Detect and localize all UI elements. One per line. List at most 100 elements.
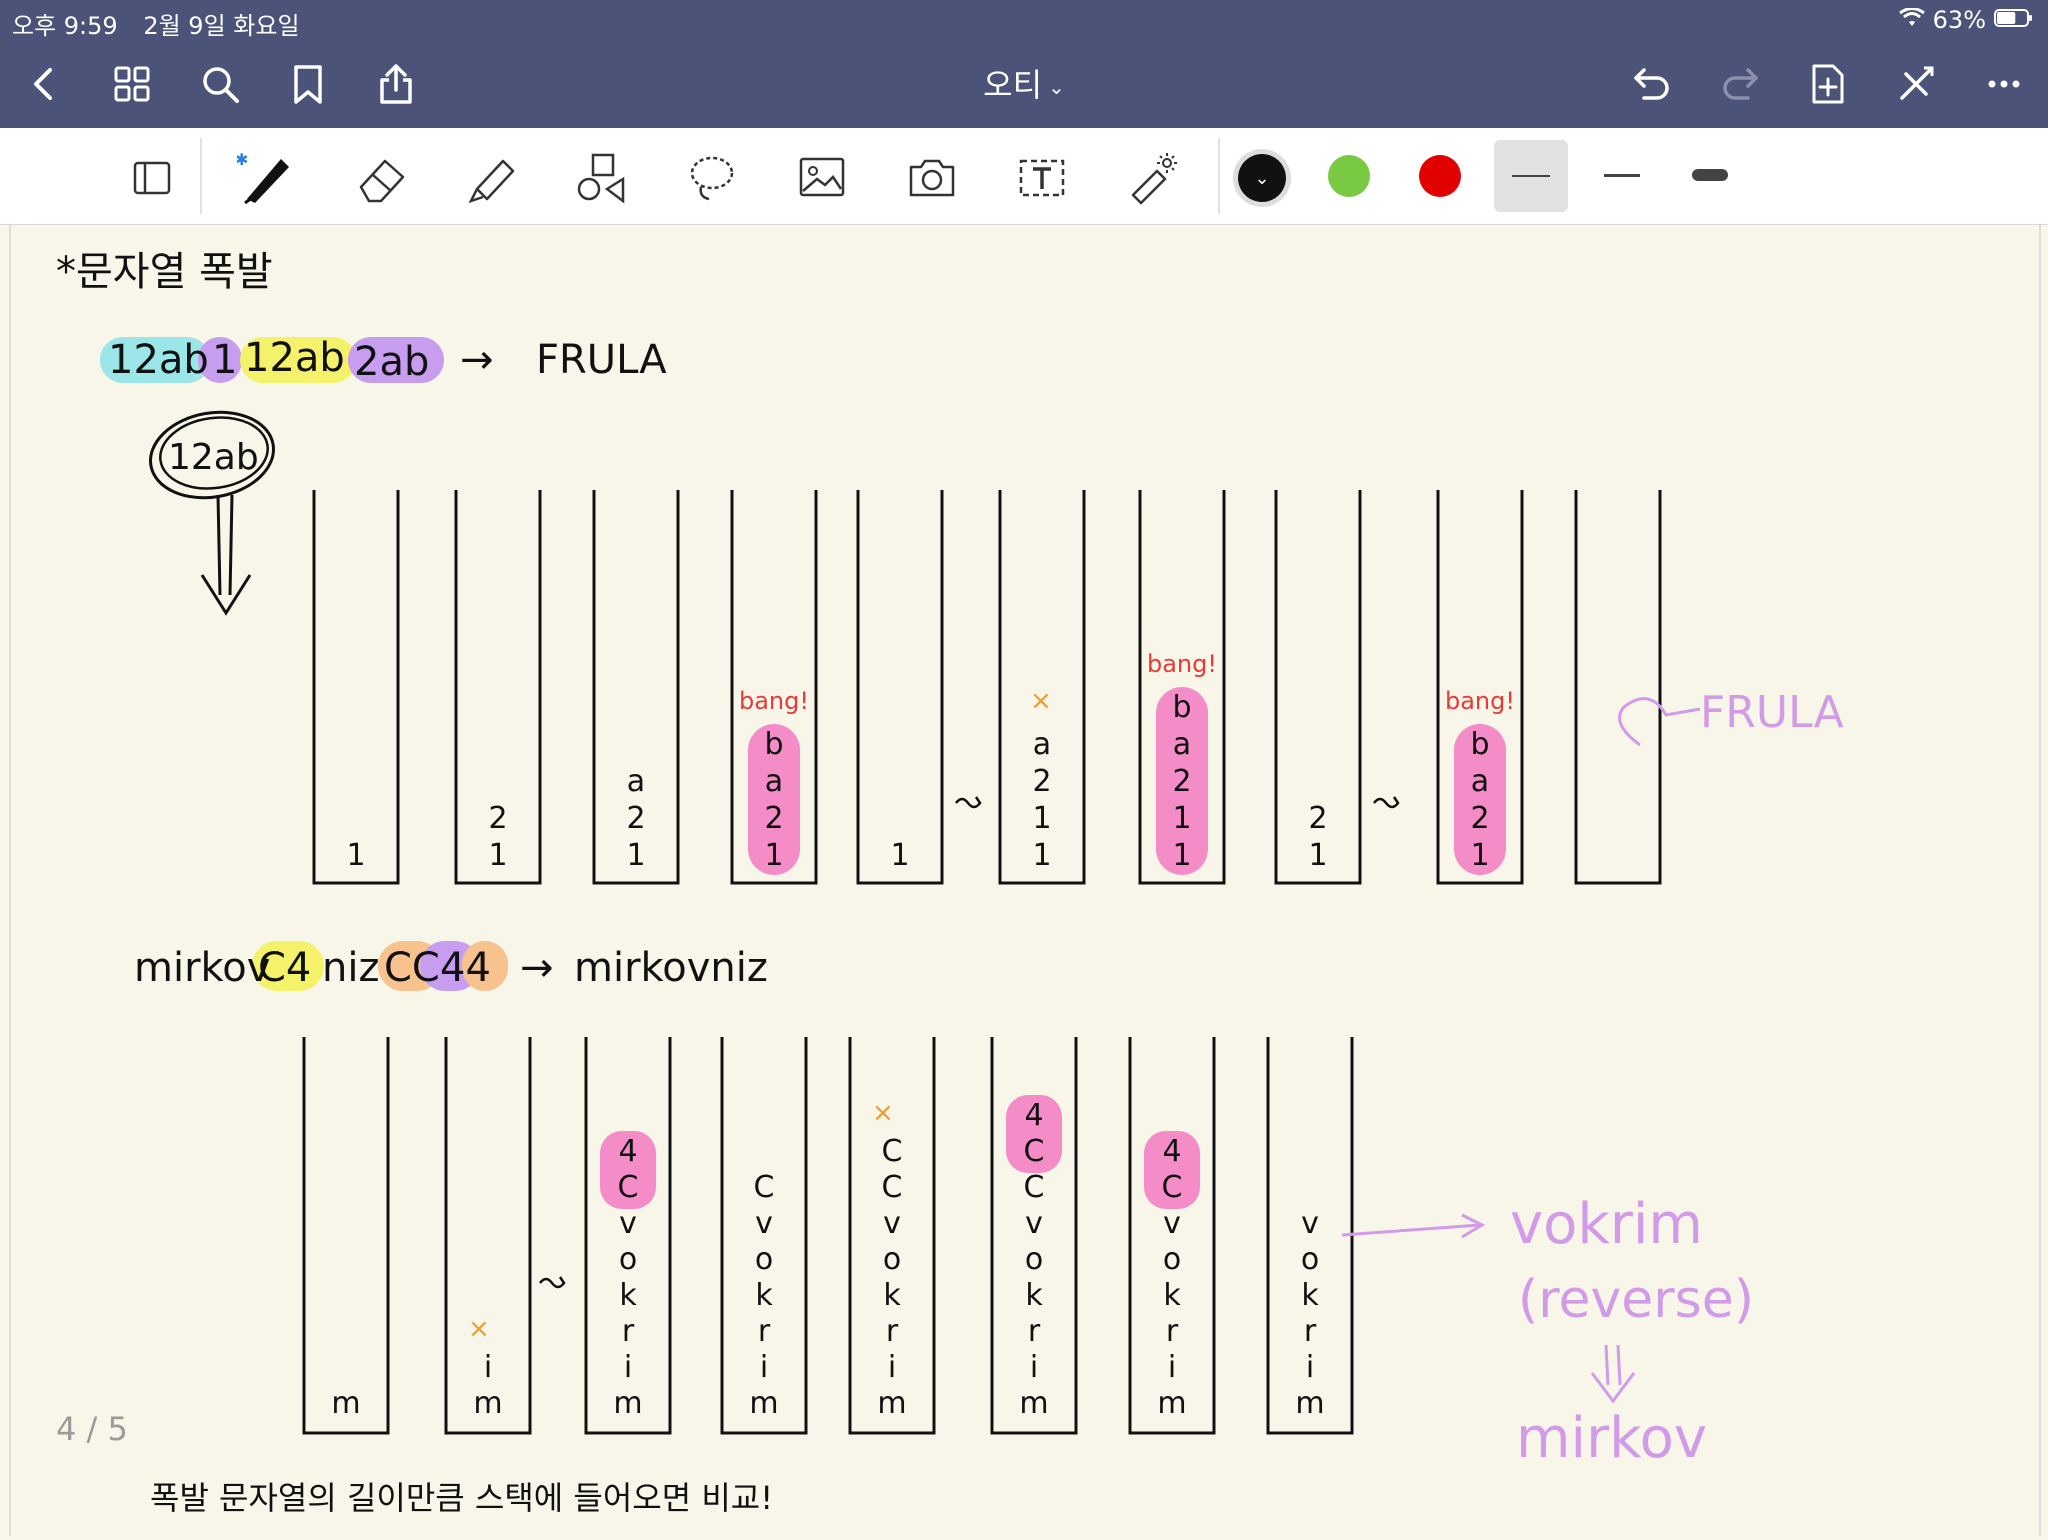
stack-char: r xyxy=(1166,1314,1179,1349)
camera-icon[interactable] xyxy=(900,146,964,210)
stroke-thin-button[interactable] xyxy=(1494,140,1568,212)
stack-char: 1 xyxy=(346,838,365,873)
stack-2: mi× xyxy=(444,1037,566,1435)
stack-char: k xyxy=(1163,1278,1181,1313)
footer-note: 폭발 문자열의 길이만큼 스택에 들어오면 비교! xyxy=(150,1479,773,1517)
laser-pointer-icon[interactable] xyxy=(1120,146,1184,210)
stack-container xyxy=(856,490,944,885)
highlighter-icon[interactable] xyxy=(460,146,524,210)
bookmark-icon[interactable] xyxy=(282,58,334,110)
stack-char: i xyxy=(760,1350,768,1385)
stack-char: a xyxy=(1471,764,1489,799)
stack-char: m xyxy=(749,1386,778,1421)
image-icon[interactable] xyxy=(790,146,854,210)
stack-char: C xyxy=(618,1170,639,1205)
stack-char: 2 xyxy=(1308,801,1327,836)
stack-8: 12 xyxy=(1274,490,1400,885)
stack-2: 12 xyxy=(454,490,542,885)
stack-char: 1 xyxy=(764,838,783,873)
ex2-bomb-1: C4 xyxy=(258,945,311,991)
stack-3: 12a xyxy=(592,490,680,885)
explosion-highlight xyxy=(1454,724,1506,875)
stack-char: o xyxy=(1025,1242,1043,1277)
stack-char: a xyxy=(1173,727,1191,762)
share-icon[interactable] xyxy=(370,58,422,110)
cross-mark: × xyxy=(1030,686,1052,716)
stack-char: C xyxy=(1162,1170,1183,1205)
stack-char: r xyxy=(758,1314,771,1349)
stack-char: 1 xyxy=(1470,838,1489,873)
pen-icon[interactable]: ✱ xyxy=(234,146,298,210)
status-date: 2월 9일 화요일 xyxy=(143,12,300,40)
close-tools-icon[interactable] xyxy=(1890,58,1942,110)
battery-icon xyxy=(1994,6,2034,34)
eraser-icon[interactable] xyxy=(350,146,414,210)
wifi-icon xyxy=(1898,6,1925,34)
stack-char: 2 xyxy=(1172,764,1191,799)
side-note-reverse: (reverse) xyxy=(1518,1270,1754,1330)
stack-char: r xyxy=(1304,1314,1317,1349)
ex1-part-2: 1 xyxy=(212,337,237,383)
more-icon[interactable] xyxy=(1978,58,2030,110)
stack-char: m xyxy=(1157,1386,1186,1421)
stack-char: k xyxy=(1025,1278,1043,1313)
stack-char: 4 xyxy=(618,1134,637,1169)
stack-container xyxy=(1138,490,1226,885)
stack-container xyxy=(302,1037,390,1435)
stack-char: i xyxy=(624,1350,632,1385)
stack-container xyxy=(730,490,818,885)
stack-char: 2 xyxy=(1470,801,1489,836)
color-swatch-black[interactable]: ⌄ xyxy=(1238,154,1286,202)
chevron-down-icon: ⌄ xyxy=(1048,75,1065,99)
stack-char: 1 xyxy=(1032,801,1051,836)
stack-char: m xyxy=(473,1386,502,1421)
search-icon[interactable] xyxy=(194,58,246,110)
page-counter: 4 / 5 xyxy=(56,1410,128,1448)
stroke-thick-button[interactable] xyxy=(1692,169,1728,181)
explosion-highlight xyxy=(1006,1095,1062,1173)
stack-char: o xyxy=(1163,1242,1181,1277)
redo-icon[interactable] xyxy=(1714,58,1766,110)
stack-container xyxy=(584,1037,672,1435)
text-icon[interactable] xyxy=(1010,146,1074,210)
document-title-text: 오티 xyxy=(983,66,1043,104)
ex1-part-4: 2ab xyxy=(354,339,429,385)
stack-char: k xyxy=(619,1278,637,1313)
document-title[interactable]: 오티⌄ xyxy=(0,60,2048,106)
stack-5: 1 xyxy=(856,490,982,885)
lasso-icon[interactable] xyxy=(680,146,744,210)
notes-heading: *문자열 폭발 xyxy=(56,249,273,295)
stack-char: v xyxy=(619,1206,637,1241)
stack-char: i xyxy=(1306,1350,1314,1385)
stack-char: C xyxy=(1024,1170,1045,1205)
stack-char: i xyxy=(888,1350,896,1385)
color-swatch-green[interactable] xyxy=(1328,155,1370,197)
stack-char: m xyxy=(1295,1386,1324,1421)
ex2-bomb-2: CC xyxy=(384,945,440,991)
stack-char: k xyxy=(883,1278,901,1313)
ex2-prefix: mirkov xyxy=(134,945,270,991)
stack-char: 2 xyxy=(764,801,783,836)
add-page-icon[interactable] xyxy=(1802,58,1854,110)
undo-icon[interactable] xyxy=(1626,58,1678,110)
shapes-icon[interactable] xyxy=(570,146,634,210)
ex1-part-1: 12ab xyxy=(108,337,209,383)
stack-char: b xyxy=(1172,690,1191,725)
color-swatch-red[interactable] xyxy=(1419,155,1461,197)
stack-char: m xyxy=(613,1386,642,1421)
stack-char: C xyxy=(882,1170,903,1205)
stack-1: 1 xyxy=(312,490,400,885)
back-icon[interactable] xyxy=(18,58,70,110)
page-layout-icon[interactable] xyxy=(120,146,184,210)
stack-char: r xyxy=(622,1314,635,1349)
stack-char: 1 xyxy=(1172,801,1191,836)
stack-char: o xyxy=(1301,1242,1319,1277)
bang-label: bang! xyxy=(1445,687,1515,715)
stroke-medium-button[interactable] xyxy=(1604,174,1640,177)
side-note-reversed: vokrim xyxy=(1510,1192,1703,1257)
grid-icon[interactable] xyxy=(106,58,158,110)
explosion-highlight xyxy=(1156,687,1208,875)
